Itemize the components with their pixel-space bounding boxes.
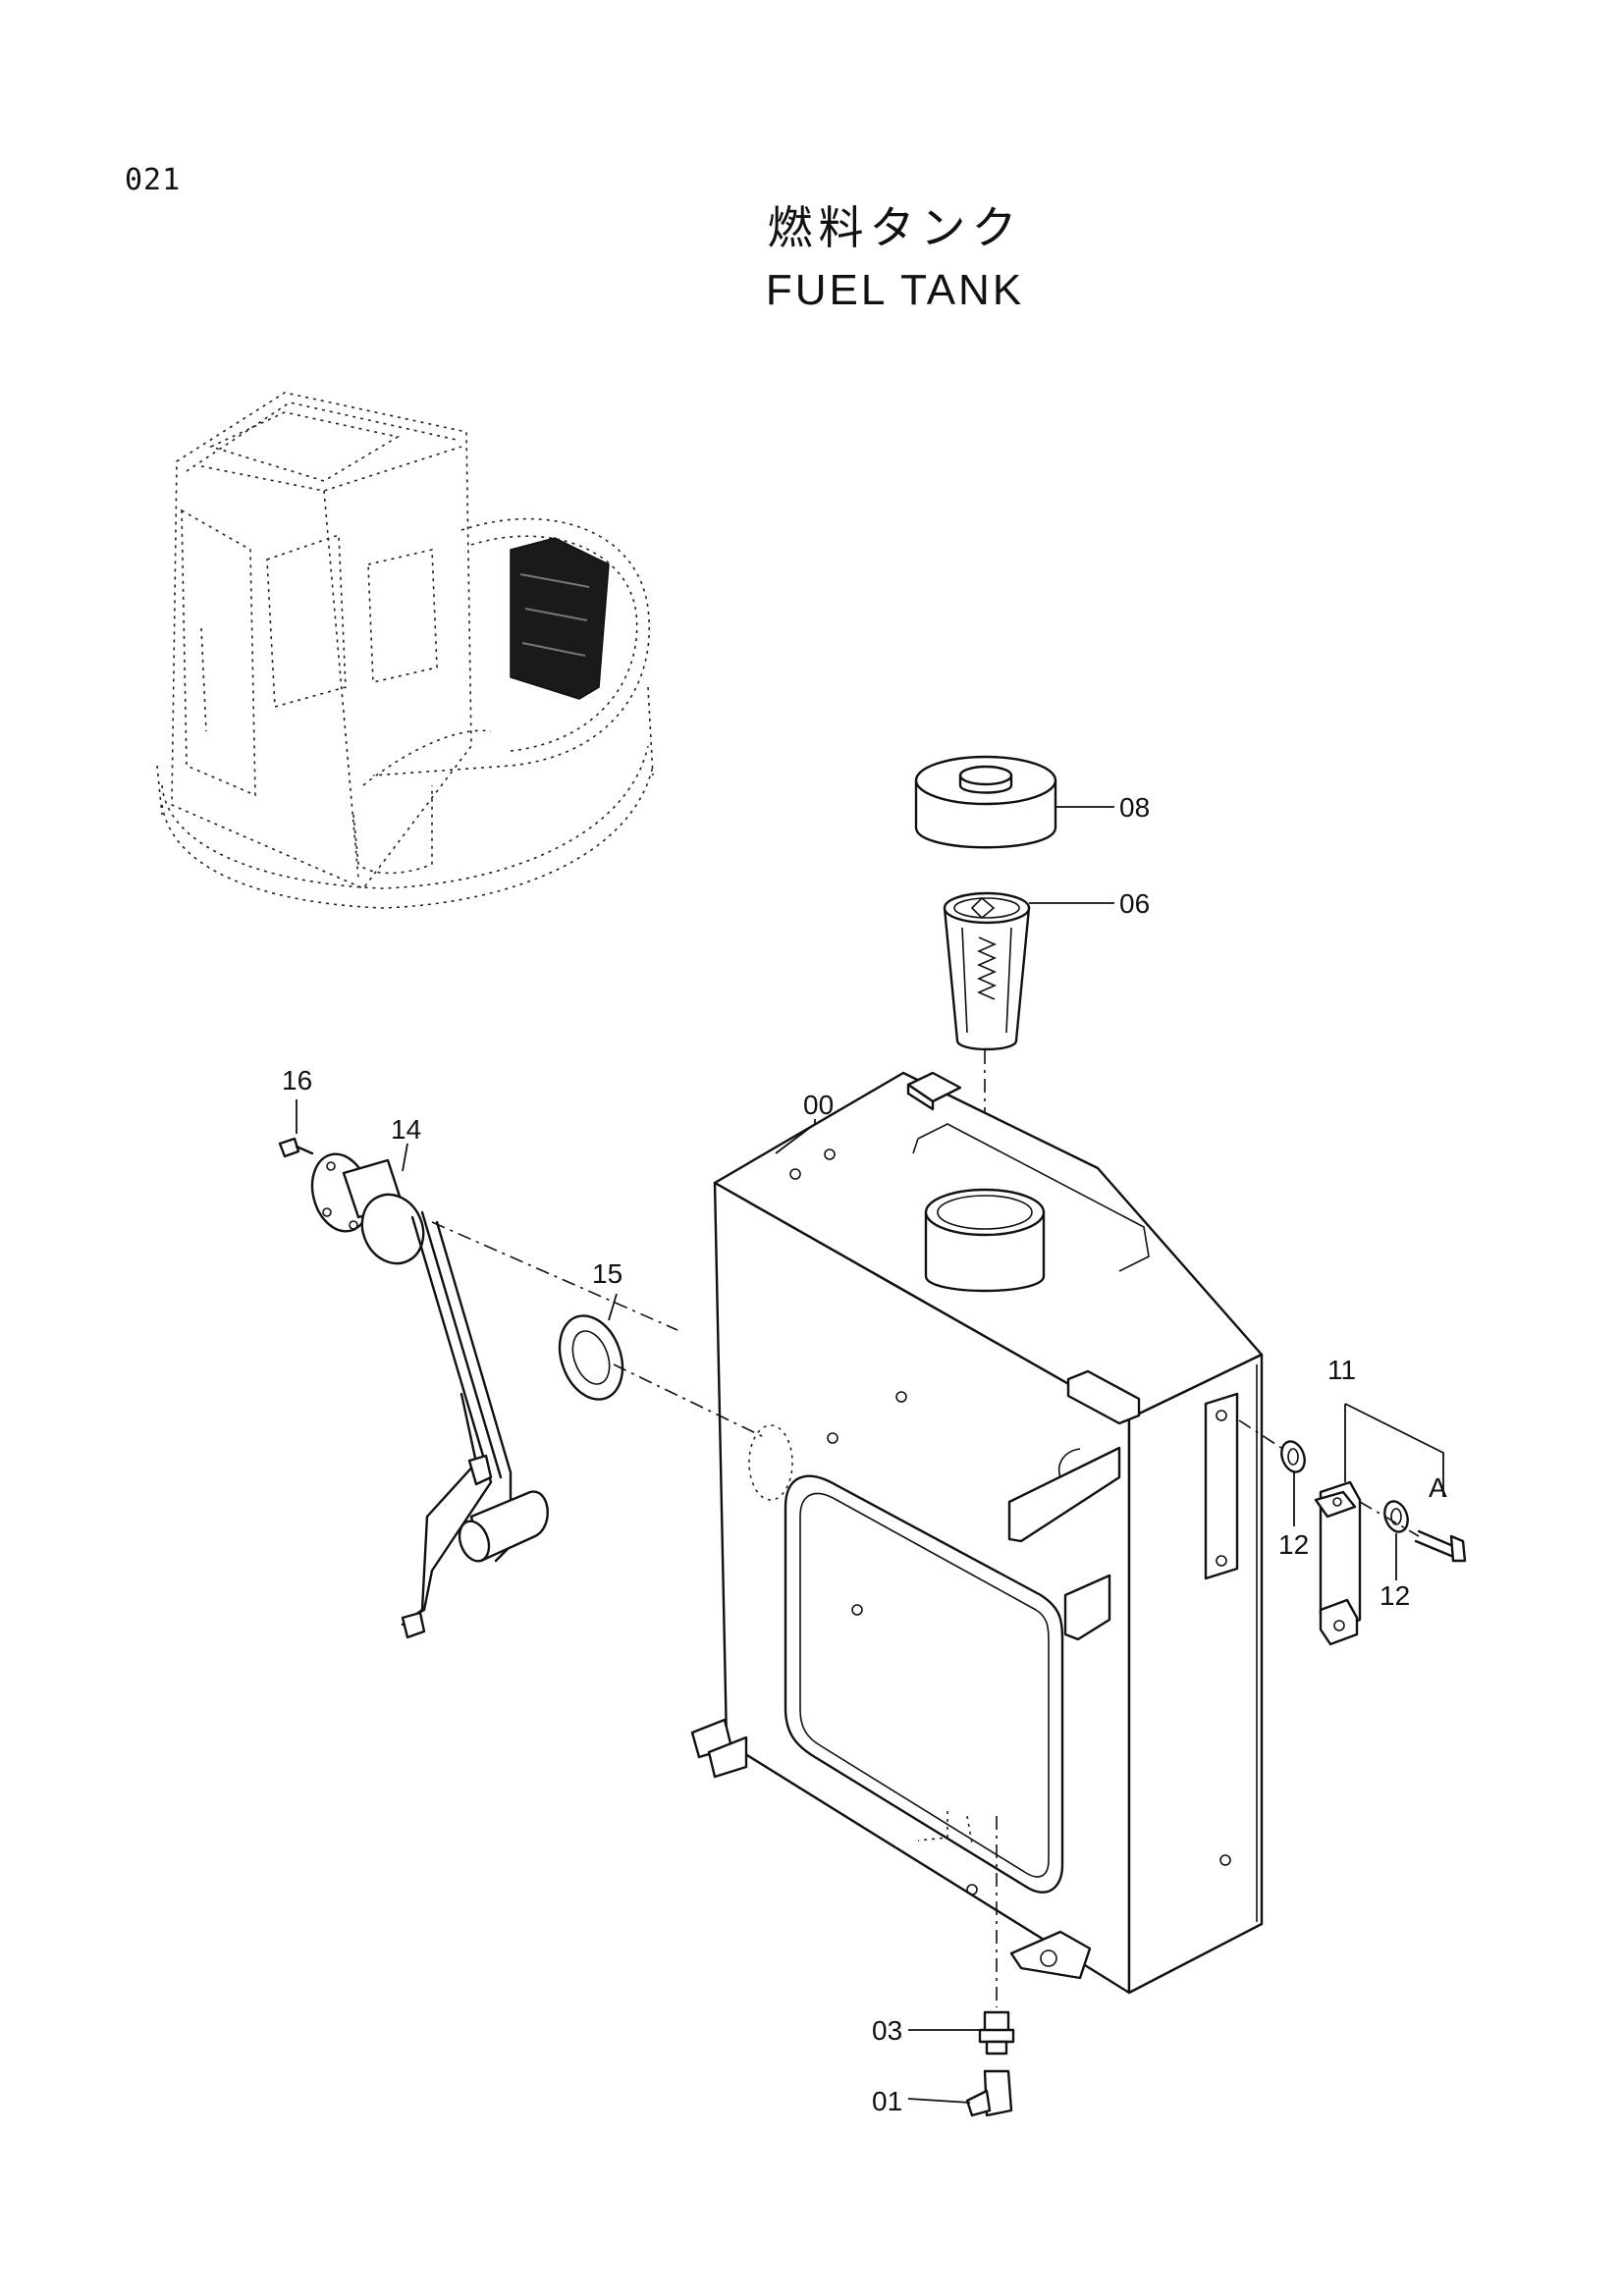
page-number: 021 — [125, 163, 182, 197]
part-A-bolt — [1359, 1501, 1467, 1563]
part-08-fuel-cap — [914, 755, 1114, 849]
callout-00: 00 — [803, 1090, 834, 1120]
callout-06: 06 — [1119, 888, 1150, 919]
machine-locator-view — [156, 392, 654, 909]
part-15-gasket — [558, 1293, 767, 1439]
page-title-english: FUEL TANK — [765, 266, 1025, 314]
part-00-fuel-tank — [690, 1071, 1264, 1995]
callout-14: 14 — [391, 1114, 421, 1145]
part-12-washer-right — [1383, 1500, 1409, 1580]
callout-A: A — [1429, 1472, 1447, 1503]
callout-16: 16 — [282, 1065, 312, 1095]
callout-12-left: 12 — [1278, 1529, 1309, 1560]
part-03-drain-plug — [908, 1816, 1015, 2056]
callout-01: 01 — [872, 2086, 902, 2116]
callout-11: 11 — [1327, 1355, 1356, 1385]
part-06-filler-strainer — [943, 891, 1114, 1178]
part-16-screw — [278, 1099, 314, 1158]
callout-08: 08 — [1119, 792, 1150, 823]
callout-12-right: 12 — [1380, 1580, 1410, 1611]
callout-03: 03 — [872, 2015, 902, 2046]
part-12-washer-left — [1238, 1419, 1306, 1526]
title-block: 燃料タンク FUEL TANK — [0, 196, 1623, 322]
fuel-tank-location-highlight — [510, 537, 610, 700]
page-title-japanese: 燃料タンク — [767, 201, 1023, 254]
part-01-drain-cock — [907, 2069, 1013, 2117]
part-11-level-gauge — [1314, 1403, 1444, 1646]
part-14-fuel-level-sender — [310, 1143, 678, 1639]
callout-15: 15 — [592, 1258, 622, 1289]
